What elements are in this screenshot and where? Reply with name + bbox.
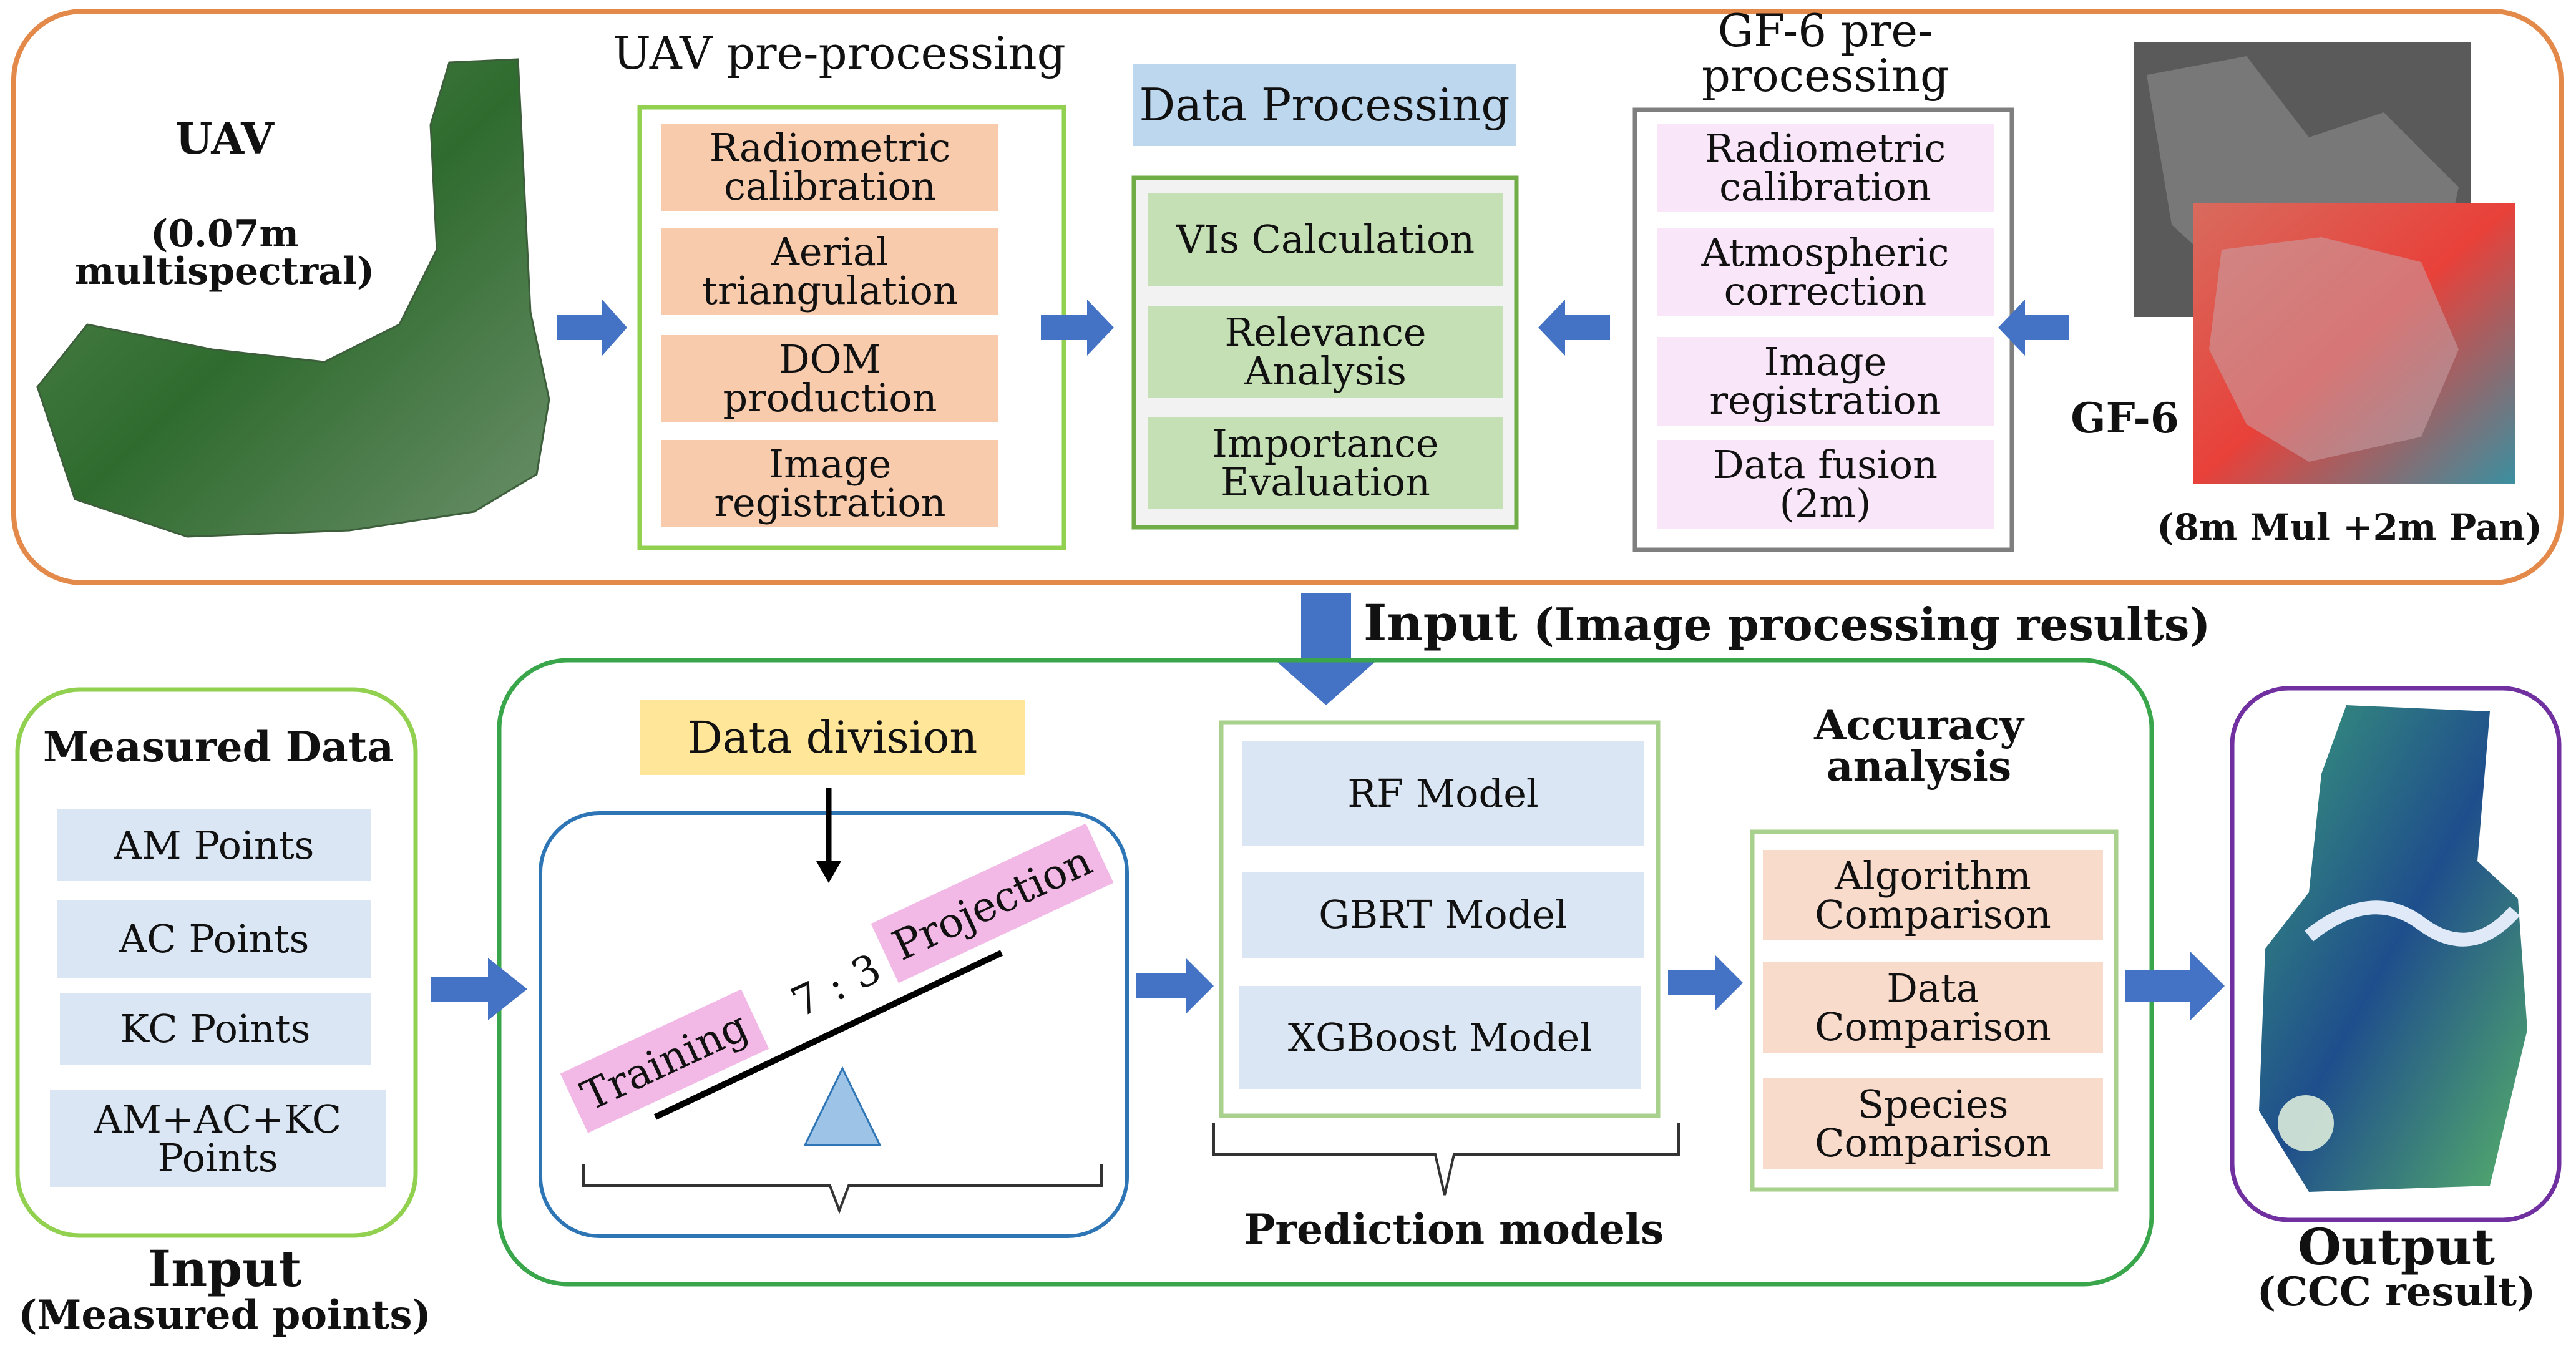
measured-item-1: AM Points: [57, 809, 371, 881]
arrow-pre-to-dp: [1041, 300, 1114, 356]
uav-title: UAV: [175, 114, 274, 164]
dp-step-3: Importance Evaluation: [1148, 417, 1503, 509]
data-division-label: Data division: [640, 700, 1025, 775]
uav-pre-title: UAV pre-processing: [613, 27, 1066, 79]
balance-fulcrum: [803, 1066, 882, 1146]
uav-step-1: Radiometric calibration: [661, 124, 998, 211]
arrow-measured-to-process: [431, 958, 527, 1020]
dp-step-1: VIs Calculation: [1148, 193, 1503, 286]
black-down-arrow: [816, 861, 841, 883]
input-measured-sub: (Measured points): [18, 1291, 431, 1339]
output-sub: (CCC result): [2256, 1268, 2536, 1315]
accuracy-item-1: Algorithm Comparison: [1763, 850, 2103, 940]
arrow-gf6pre-to-dp: [1538, 300, 1610, 356]
measured-item-2: AC Points: [57, 900, 371, 978]
uav-step-4: Image registration: [661, 440, 998, 527]
gf6-title: GF-6: [2071, 394, 2179, 442]
arrow-accuracy-to-output: [2125, 952, 2225, 1020]
input-rest: (Image processing results): [1517, 598, 2211, 651]
output-title: Output: [2298, 1217, 2495, 1276]
model-xgboost: XGBoost Model: [1239, 986, 1641, 1089]
arrow-uav-to-pre: [557, 300, 627, 356]
brace-models: [1212, 1123, 1680, 1196]
accuracy-title: Accuracy analysis: [1814, 701, 2024, 791]
gf6-step-3: Image registration: [1657, 337, 1994, 426]
uav-step-2: Aerial triangulation: [661, 228, 998, 315]
model-gbrt: GBRT Model: [1242, 872, 1644, 958]
accuracy-item-2: Data Comparison: [1763, 962, 2103, 1053]
accuracy-item-3: Species Comparison: [1763, 1078, 2103, 1169]
data-processing-title: Data Processing: [1133, 64, 1516, 146]
input-measured-title: Input: [147, 1239, 302, 1298]
data-division-frame: [539, 811, 1129, 1238]
gf6-step-1: Radiometric calibration: [1657, 124, 1994, 212]
uav-subtitle: (0.07m multispectral): [74, 212, 375, 293]
dp-step-2: Relevance Analysis: [1148, 306, 1503, 398]
output-ccc-image: [2259, 705, 2527, 1192]
balance-beam: [653, 950, 1003, 1120]
arrow-gf6-to-pre: [1998, 300, 2069, 356]
arrow-down-input: [1273, 593, 1379, 705]
measured-item-4: AM+AC+KC Points: [50, 1090, 386, 1187]
brace-division: [582, 1164, 1103, 1214]
measured-frame: [15, 687, 418, 1238]
gf6-step-2: Atmospheric correction: [1657, 228, 1994, 316]
arrow-models-to-accuracy: [1668, 955, 1743, 1011]
gf6-pre-title: GF-6 pre-processing: [1701, 4, 1949, 102]
input-bold: Input: [1364, 593, 1518, 652]
measured-item-3: KC Points: [60, 993, 371, 1065]
gf6-subtitle: (8m Mul +2m Pan): [2157, 506, 2542, 549]
gf6-step-4: Data fusion (2m): [1657, 440, 1994, 529]
uav-step-3: DOM production: [661, 335, 998, 422]
input-image-results-label: Input (Image processing results): [1364, 592, 2210, 654]
uav-image: [36, 58, 550, 538]
output-frame: [2230, 686, 2562, 1222]
measured-title: Measured Data: [42, 723, 394, 771]
model-rf: RF Model: [1242, 741, 1644, 846]
arrow-division-to-models: [1136, 958, 1214, 1014]
top-frame: [11, 9, 2564, 585]
prediction-models-label: Prediction models: [1244, 1205, 1664, 1254]
